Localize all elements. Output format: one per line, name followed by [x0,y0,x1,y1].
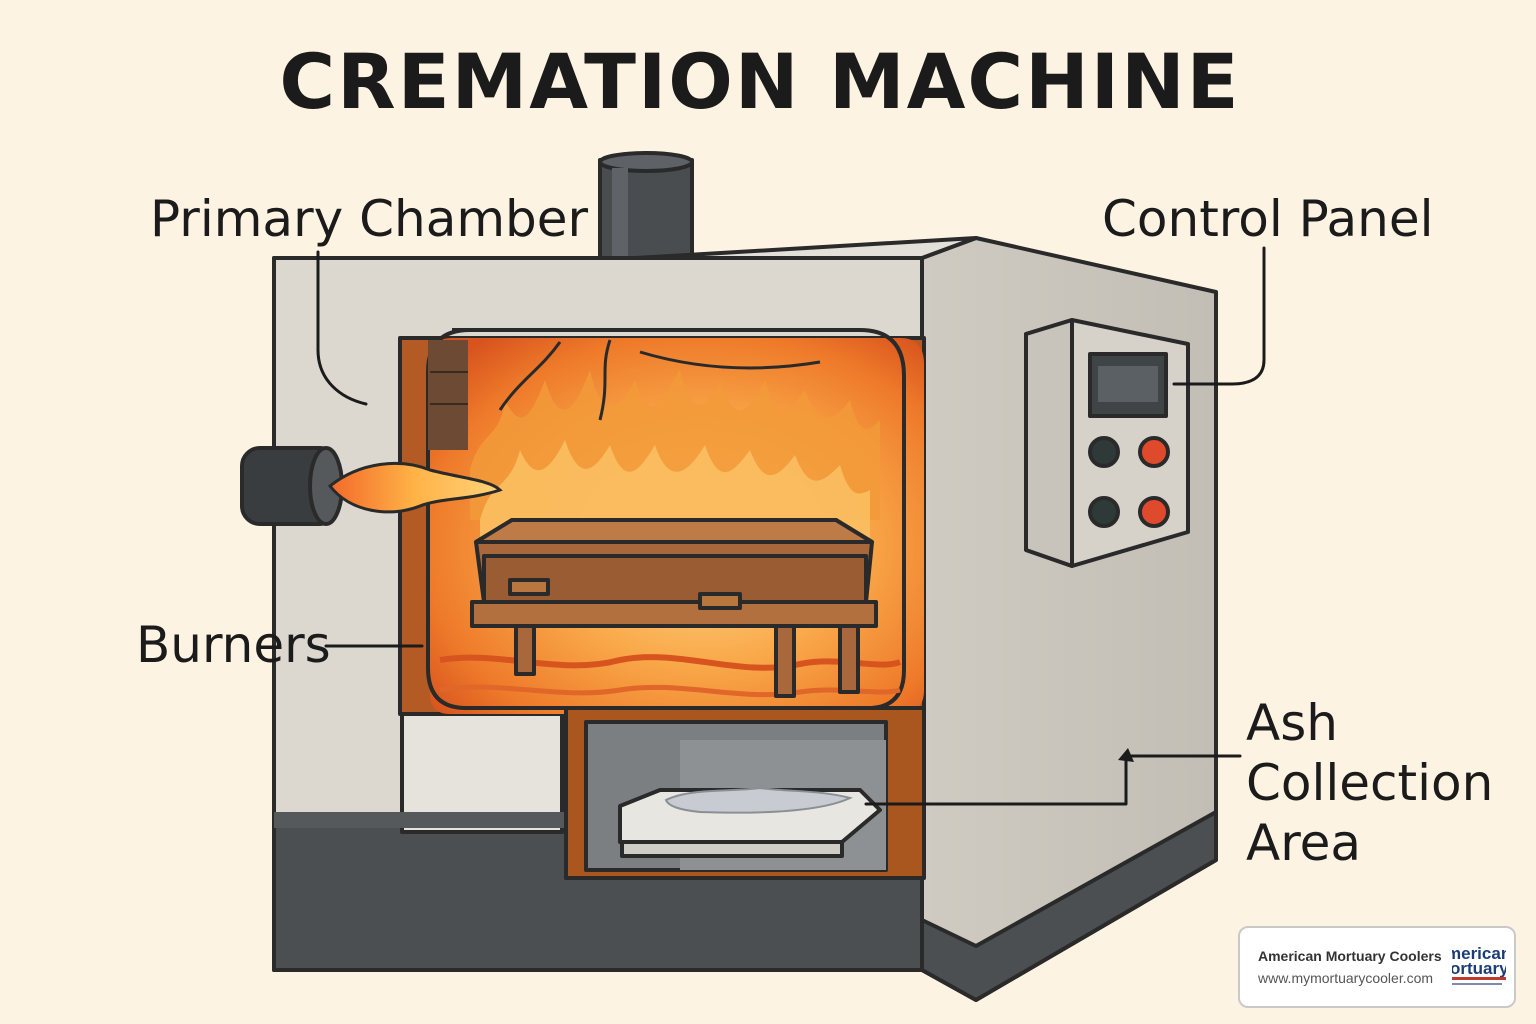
ash-collection-compartment [564,706,926,880]
primary-chamber-leader [316,250,368,406]
badge-url: www.mymortuarycooler.com [1258,970,1434,986]
company-logo-icon: merican ortuary [1452,944,1506,994]
control-panel [1024,318,1190,568]
indicator-red-2 [1138,496,1170,528]
page-title: CREMATION MACHINE [279,37,1240,126]
label-control-panel: Control Panel [1102,190,1434,248]
control-panel-leader [1172,246,1266,386]
label-burners: Burners [136,616,331,674]
indicator-dark-2 [1088,496,1120,528]
burner-nozzle [240,446,503,526]
watermark-badge: American Mortuary Coolers www.mymortuary… [1238,926,1516,1008]
ash-collection-leader [864,754,1242,806]
label-ash-line-1: Ash [1246,694,1338,752]
indicator-dark-1 [1088,436,1120,468]
ash-leader-marker [1118,748,1134,762]
badge-company-name: American Mortuary Coolers [1258,948,1442,964]
label-ash-line-2: Collection [1246,754,1493,812]
indicator-red-1 [1138,436,1170,468]
label-ash-line-3: Area [1246,814,1361,872]
casket [470,518,878,698]
label-primary-chamber: Primary Chamber [150,190,589,248]
